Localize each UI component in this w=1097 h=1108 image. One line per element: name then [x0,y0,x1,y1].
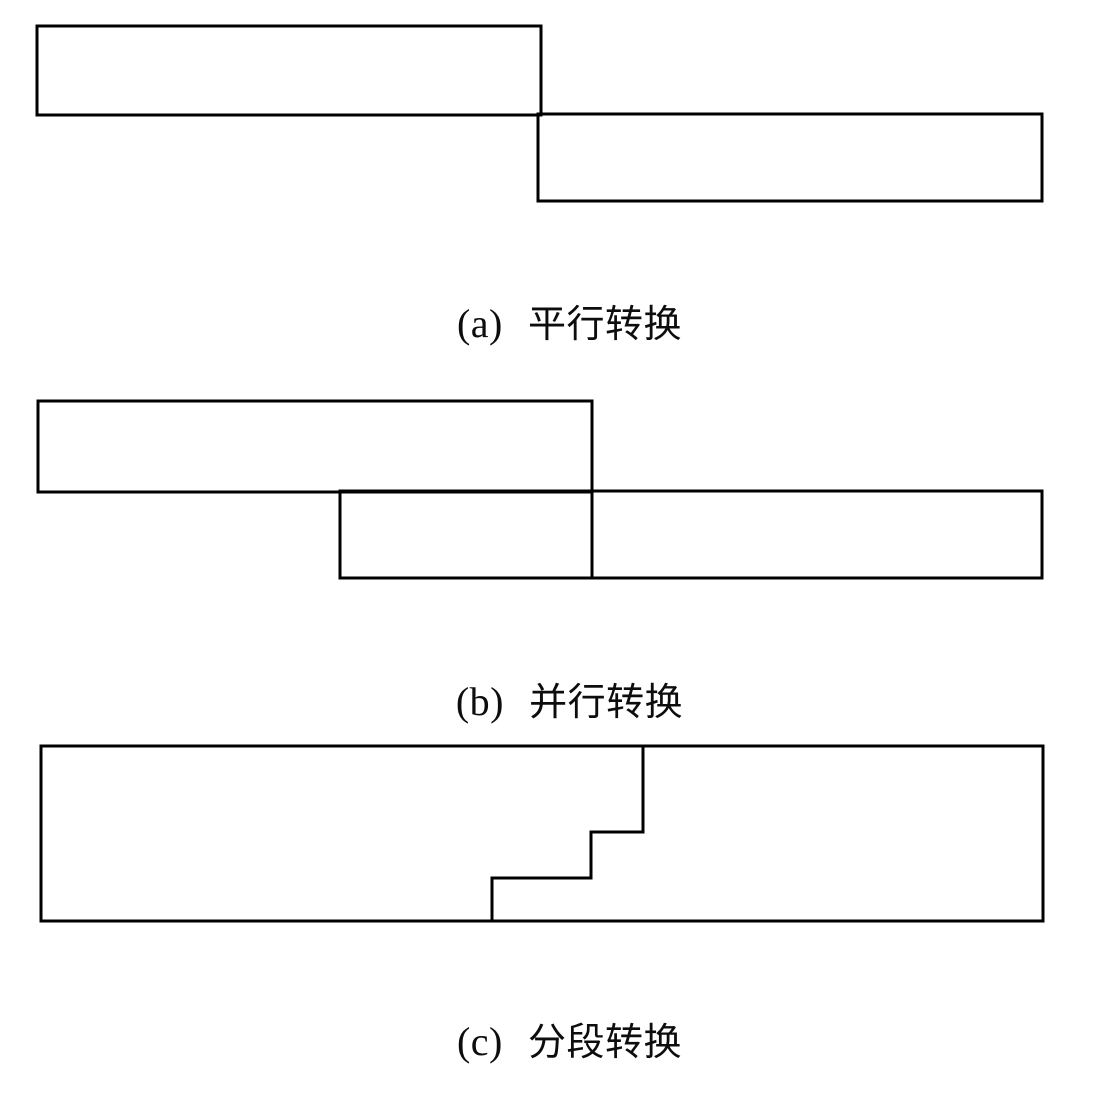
panel-b [0,380,1097,690]
panel-b-upper-bar [36,399,594,494]
panel-b-lower-bar [338,489,1044,580]
panel-b-canvas [0,380,1097,690]
panel-c-caption-text: 分段转换 [528,1020,683,1064]
figure-page: (a) 平行转换 (b) 并行转换 (c) 分段转换 [0,0,1097,1064]
panel-a-upper-bar [35,24,543,117]
panel-a-caption-text: 平行转换 [528,302,683,346]
panel-b-caption-text: 并行转换 [529,680,684,724]
panel-b-diagram [36,399,1044,580]
panel-c-diagram [39,744,1045,923]
panel-c-canvas [0,720,1097,1045]
panel-c-caption-label: (c) [456,1019,503,1064]
panel-c-outer-bar [39,744,1045,923]
panel-a-canvas [0,0,1097,330]
panel-b-caption: (b) 并行转换 [0,636,1097,768]
panel-a-diagram [35,24,1044,203]
panel-c [0,720,1097,1045]
panel-c-staircase-divider [490,746,645,921]
panel-b-caption-label: (b) [455,679,504,724]
panel-a [0,0,1097,330]
panel-c-caption: (c) 分段转换 [0,976,1097,1108]
panel-a-caption-label: (a) [456,301,503,346]
panel-a-caption: (a) 平行转换 [0,258,1097,390]
panel-a-lower-bar [536,112,1044,203]
